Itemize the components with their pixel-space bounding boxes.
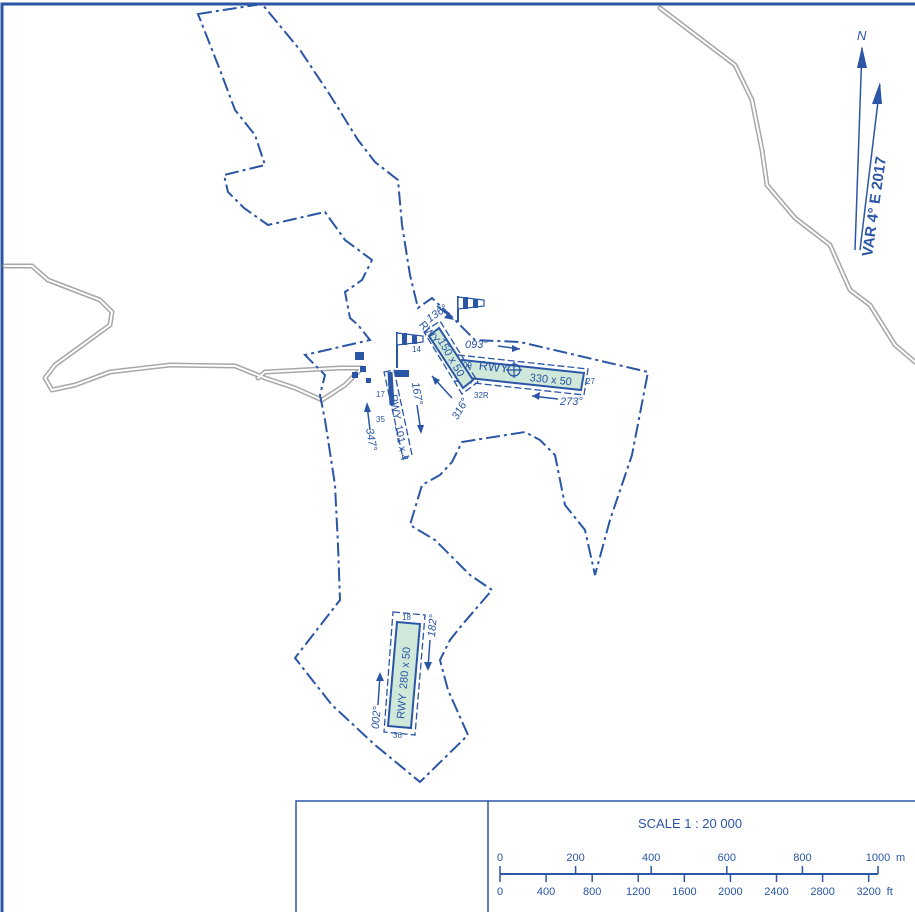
runway-main-dims: 330 x 50	[529, 372, 572, 388]
scale-label-m: 400	[642, 852, 660, 864]
runway-narrow-label: RWY	[387, 394, 403, 422]
runway-diagonal-end-a: 14	[412, 345, 421, 354]
runway-narrow-end-a: 17	[376, 390, 385, 399]
runway-main-bearing-b: 273°	[559, 396, 583, 408]
scale-label-ft: 2800	[810, 886, 834, 898]
windsock-icon	[457, 296, 485, 322]
windsock-icon	[396, 332, 424, 368]
scale-label-ft: 1200	[626, 886, 650, 898]
runway-diagonal-bearing-b: 316°	[450, 396, 472, 422]
runway-south-end-a: 18	[402, 613, 411, 622]
scale-box: SCALE 1 : 20 000 0 200 400 600 800 1000 m 0 400 8…	[295, 800, 915, 912]
runway-south-bearing-a: 182°	[426, 613, 440, 637]
runway-narrow-bearing-a: 167°	[409, 381, 425, 406]
scale-label-m: 0	[497, 852, 503, 864]
runway-south: RWY 280 x 50 18 36 182° 002°	[370, 611, 440, 740]
scale-label-m: 600	[718, 852, 736, 864]
runway-narrow-bearing-b: 347°	[363, 427, 379, 452]
scale-unit-ft: ft	[887, 886, 893, 898]
magnetic-variation-label: VAR 4° E 2017	[859, 156, 890, 258]
scale-label-ft: 1600	[672, 886, 696, 898]
runway-south-dims: 280 x 50	[398, 646, 414, 689]
scale-label-m: 1000	[866, 852, 890, 864]
building-icon	[352, 352, 409, 383]
scale-label-ft: 800	[583, 886, 601, 898]
runway-diagonal-end-b: 32R	[474, 391, 489, 400]
scale-label-ft: 0	[497, 886, 503, 898]
runway-south-label: RWY	[395, 692, 409, 719]
scale-label-ft: 2000	[718, 886, 742, 898]
scale-label-ft: 400	[537, 886, 555, 898]
aerodrome-boundary	[196, 2, 650, 784]
runway-main-end-b: 27	[586, 377, 595, 386]
scale-title: SCALE 1 : 20 000	[638, 816, 742, 831]
runway-south-bearing-b: 002°	[370, 705, 384, 729]
runway-narrow-end-b: 35	[376, 415, 385, 424]
north-label: N	[857, 28, 867, 43]
scale-label-ft: 3200	[856, 886, 880, 898]
runway-main-label: RWY	[478, 358, 510, 376]
road-west	[2, 263, 365, 403]
scale-bar: 0 200 400 600 800 1000 m 0 400 800 1200 1600 2000 240…	[497, 852, 905, 898]
north-arrow-icon: N VAR 4° E 2017	[854, 28, 890, 258]
runway-narrow-dims: 101 x 4	[392, 424, 410, 462]
scale-label-ft: 2400	[764, 886, 788, 898]
runway-narrow: RWY 101 x 4 17 35 167° 347°	[363, 369, 425, 462]
runway-south-end-b: 36	[393, 731, 402, 740]
runway-main-bearing-a: 093°	[465, 339, 488, 351]
scale-label-m: 200	[566, 852, 584, 864]
scale-label-m: 800	[793, 852, 811, 864]
scale-unit-m: m	[896, 852, 905, 864]
road-northeast	[657, 5, 915, 365]
